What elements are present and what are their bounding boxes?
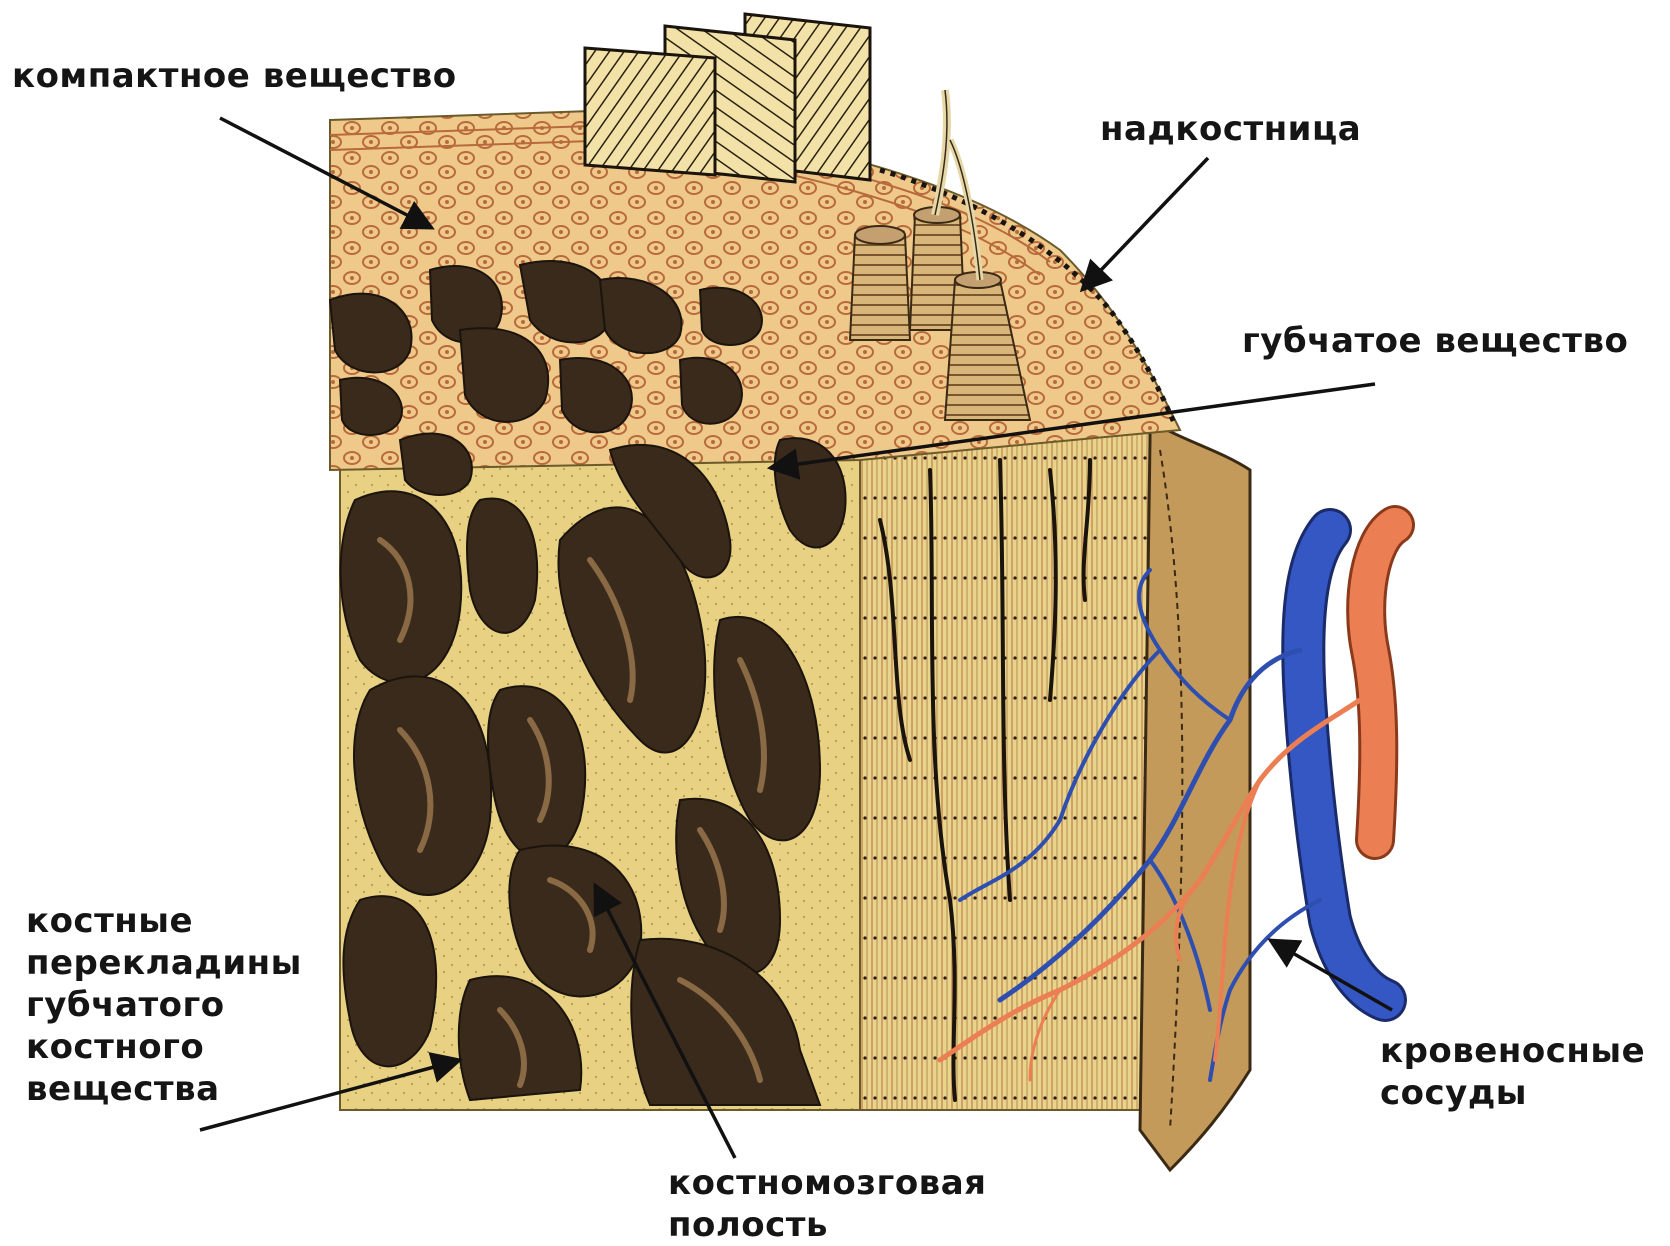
label-blood-vessels: кровеносные сосуды — [1380, 1030, 1645, 1114]
label-trabeculae-line-5: вещества — [26, 1068, 302, 1110]
label-periosteum: надкостница — [1100, 108, 1361, 150]
label-trabeculae-line-2: перекладины — [26, 942, 302, 984]
label-marrow-line-2: полость — [668, 1204, 986, 1246]
label-trabeculae-line-3: губчатого — [26, 984, 302, 1026]
label-trabeculae-line-4: костного — [26, 1026, 302, 1068]
label-vessels-line-2: сосуды — [1380, 1072, 1645, 1114]
label-vessels-line-1: кровеносные — [1380, 1030, 1645, 1072]
label-marrow-line-1: костномозговая — [668, 1162, 986, 1204]
label-marrow-cavity: костномозговая полость — [668, 1162, 986, 1246]
label-trabeculae-line-1: костные — [26, 900, 302, 942]
label-bone-trabeculae: костные перекладины губчатого костного в… — [26, 900, 302, 1110]
cut-layer-blocks — [585, 14, 870, 182]
periosteum-strip — [1140, 420, 1250, 1170]
arrow-periosteum — [1082, 158, 1208, 290]
label-compact-bone: компактное вещество — [12, 55, 457, 97]
label-spongy-bone: губчатое вещество — [1242, 320, 1628, 362]
